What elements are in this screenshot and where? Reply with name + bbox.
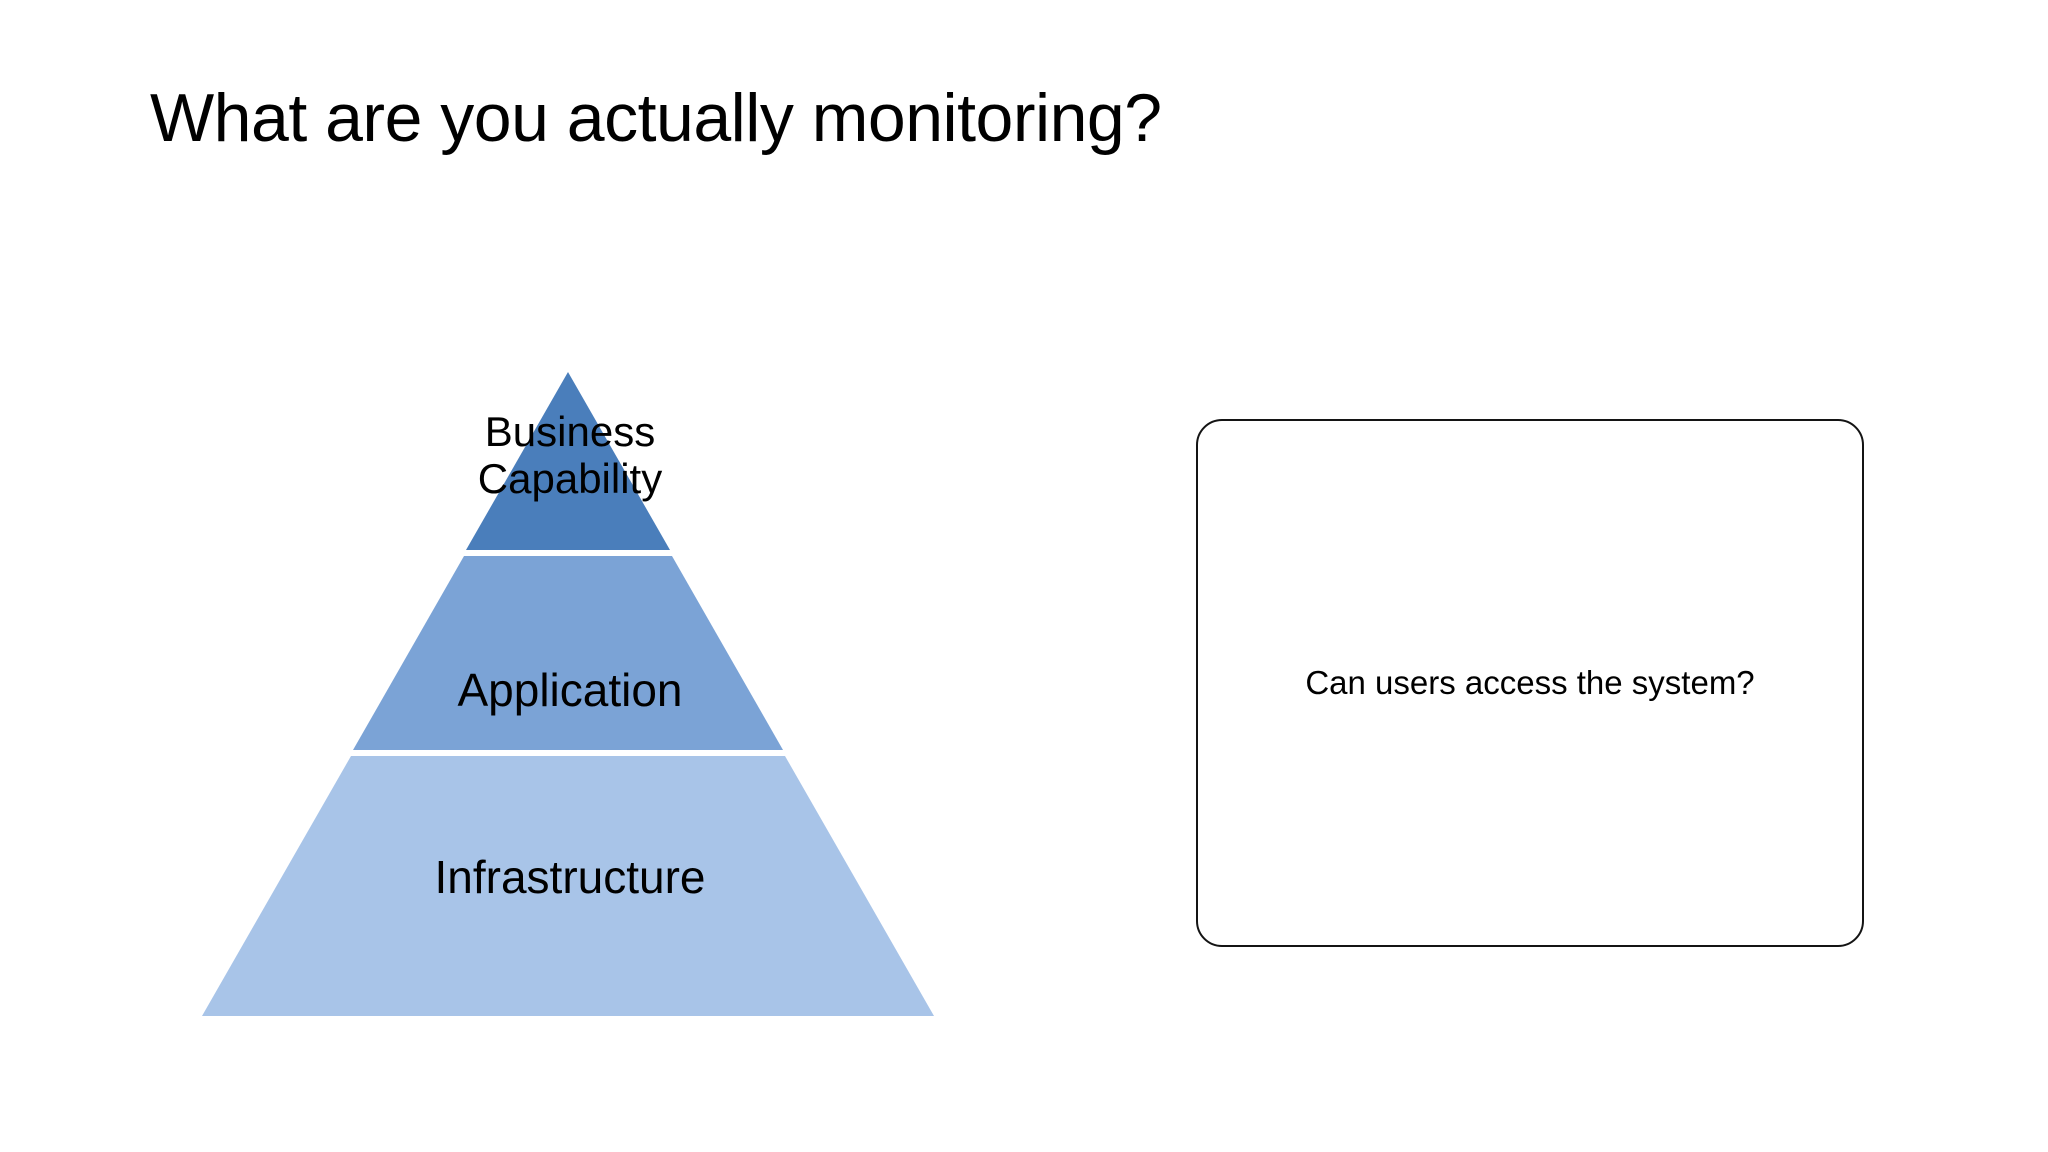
pyramid-tier-application[interactable] bbox=[353, 556, 783, 750]
page-title: What are you actually monitoring? bbox=[150, 80, 1162, 156]
callout-box[interactable]: Can users access the system? bbox=[1196, 419, 1864, 947]
pyramid-tier-business-capability[interactable] bbox=[466, 372, 670, 550]
callout-text: Can users access the system? bbox=[1305, 664, 1755, 702]
pyramid-tier-infrastructure[interactable] bbox=[202, 756, 934, 1016]
pyramid-diagram: Business Capability Application Infrastr… bbox=[190, 360, 950, 1030]
